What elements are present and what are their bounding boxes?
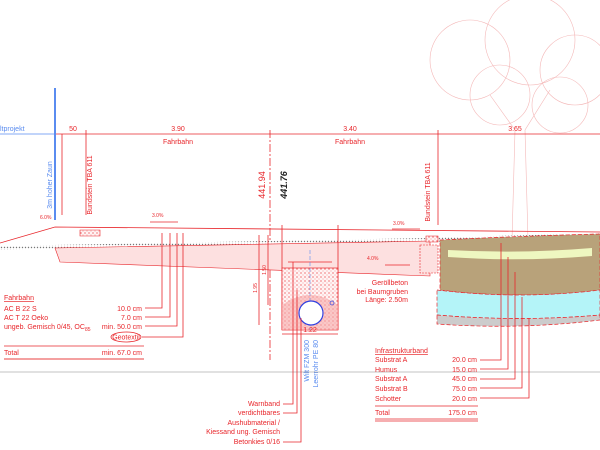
row-name: AC T 22 Oeko — [4, 315, 48, 322]
trench-labels: Warnband verdichtbares Aushubmaterial / … — [206, 262, 302, 446]
total-value: min. 67.0 cm — [102, 350, 142, 357]
svg-text:Schotter: Schotter — [375, 396, 402, 403]
pipe-label-2: Leerrohr PE 80 — [313, 340, 320, 388]
curb-left — [79, 229, 101, 237]
pipe-icon — [298, 300, 324, 326]
geroell-line-2: bei Baumgruben — [357, 289, 408, 296]
svg-text:verdichtbares: verdichtbares — [238, 410, 281, 417]
slope-6: 6.0% — [40, 215, 52, 221]
slope-3-left: 3.0% — [152, 213, 164, 219]
tree-pit-layers — [436, 233, 600, 327]
svg-text:20.0 cm: 20.0 cm — [452, 396, 477, 403]
geroell-line-3: Länge: 2.50m — [365, 297, 408, 304]
fahrbahn-title: Fahrbahn — [4, 295, 34, 302]
geroell-line-1: Geröllbeton — [372, 280, 408, 287]
fahrbahn-label-2: Fahrbahn — [335, 139, 365, 146]
svg-text:20.0 cm: 20.0 cm — [452, 357, 477, 364]
svg-text:Humus: Humus — [375, 367, 398, 374]
row-value: 10.0 cm — [117, 306, 142, 313]
dim-50: 50 — [69, 126, 77, 133]
svg-text:Substrat A: Substrat A — [375, 357, 408, 364]
depth-1-95: 1.95 — [253, 283, 259, 293]
row-name: AC B 22 S — [4, 306, 37, 313]
trench-width: 1.22 — [303, 327, 317, 334]
svg-text:Kiessand ung. Gemisch: Kiessand ung. Gemisch — [206, 429, 280, 436]
svg-text:175.0 cm: 175.0 cm — [448, 410, 477, 417]
dim-3-40: 3.40 — [343, 126, 357, 133]
depth-1-50: 1.50 — [262, 265, 268, 275]
svg-text:Substrat B: Substrat B — [375, 386, 408, 393]
existing-ground — [0, 233, 600, 250]
infrastrukturband-table: Infrastrukturband Substrat A 20.0 cm Hum… — [375, 243, 530, 422]
elevation-red: 441.94 — [257, 171, 267, 199]
svg-text:Total: Total — [375, 410, 390, 417]
svg-text:15.0 cm: 15.0 cm — [452, 367, 477, 374]
svg-text:Infrastrukturband: Infrastrukturband — [375, 348, 428, 355]
svg-text:Betonkies 0/16: Betonkies 0/16 — [234, 439, 280, 446]
conduit-icon — [329, 300, 335, 306]
dim-3-90: 3.90 — [171, 126, 185, 133]
svg-text:45.0 cm: 45.0 cm — [452, 376, 477, 383]
pipe-label-1: Wilt FZM 300 — [304, 340, 311, 382]
row-subscript: 85 — [85, 327, 91, 333]
elevation-black: 441.76 — [279, 170, 289, 200]
row-name: ungeb. Gemisch 0/45, OC85 — [4, 324, 91, 333]
slope-4: 4.0% — [367, 256, 379, 262]
curb-left-label: Bundstein TBA 611 — [87, 155, 94, 214]
fence-label: 3m hoher Zaun — [47, 161, 54, 209]
total-label: Total — [4, 350, 19, 357]
fahrbahn-table: Fahrbahn AC B 22 S 10.0 cm AC T 22 Oeko … — [4, 233, 184, 360]
curb-right-label: Bundstein TBA 611 — [425, 162, 432, 221]
svg-text:75.0 cm: 75.0 cm — [452, 386, 477, 393]
slope-3-right: 3.0% — [393, 221, 405, 227]
tree-illustration — [429, 0, 600, 241]
row-value: 7.0 cm — [121, 315, 142, 322]
svg-text:Aushubmaterial /: Aushubmaterial / — [227, 420, 280, 427]
svg-text:Substrat A: Substrat A — [375, 376, 408, 383]
fahrbahn-label-1: Fahrbahn — [163, 139, 193, 146]
project-label: ltprojekt — [0, 126, 25, 133]
road-surface — [0, 226, 600, 244]
gerollbeton-block — [419, 244, 439, 274]
geotextil-label: Geotextil — [112, 335, 140, 342]
svg-text:Warnband: Warnband — [248, 401, 280, 408]
road-base-layer — [54, 240, 431, 277]
dim-3-65: 3.65 — [508, 126, 522, 133]
curb-right — [425, 235, 439, 243]
row-value: min. 50.0 cm — [102, 324, 142, 331]
